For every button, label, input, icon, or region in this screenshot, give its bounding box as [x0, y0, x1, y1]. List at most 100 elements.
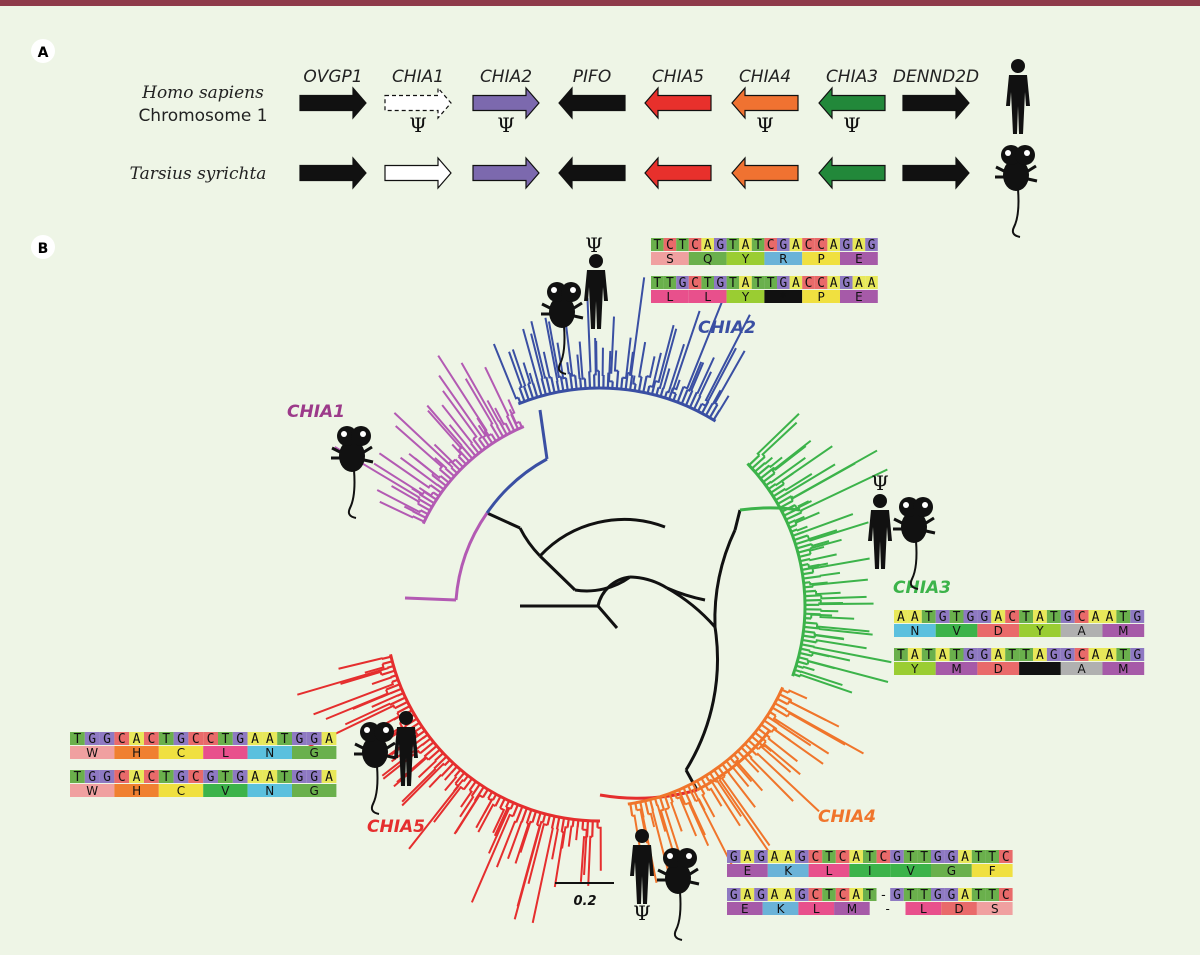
gene-arrow-tarsius-dennd2d — [902, 156, 970, 190]
gene-arrow-homo-chia5 — [644, 86, 712, 120]
nt-char: A — [792, 276, 800, 291]
nt-cell — [247, 770, 263, 783]
nt-char: G — [947, 850, 955, 865]
nt-cell — [701, 276, 714, 289]
arrows-homo — [299, 86, 970, 120]
aa-char: W — [86, 784, 98, 798]
nt-cell — [1116, 648, 1131, 661]
nt-cell — [890, 888, 904, 901]
nt-char: G — [679, 276, 687, 291]
aa-char: H — [132, 746, 141, 760]
nt-cell — [751, 238, 765, 251]
aa-char: P — [817, 252, 824, 266]
nt-char: G — [295, 732, 303, 747]
nt-cell — [754, 850, 768, 863]
nt-char: T — [866, 850, 874, 865]
nt-cell — [84, 732, 100, 745]
nt-char: G — [757, 888, 765, 903]
nt-cell — [1046, 610, 1061, 623]
nt-cell — [727, 850, 741, 863]
nt-cell — [971, 888, 986, 901]
aa-cell — [688, 290, 727, 303]
nt-cell — [835, 888, 850, 901]
aa-cell — [840, 252, 878, 265]
aa-char: Y — [910, 662, 919, 676]
nt-cell — [802, 276, 815, 289]
nt-cell — [814, 238, 828, 251]
aa-char: F — [989, 864, 996, 878]
nt-cell — [726, 238, 740, 251]
nt-char: G — [730, 888, 738, 903]
nt-cell — [218, 732, 233, 745]
nt-char: C — [1002, 850, 1010, 865]
aa-char: V — [221, 784, 230, 798]
nt-cell — [894, 648, 908, 661]
nt-char: A — [325, 770, 333, 785]
nt-char: G — [967, 648, 975, 663]
nt-char: C — [1078, 648, 1086, 663]
aa-char: D — [954, 902, 963, 916]
gene-arrow-tarsius-chia5 — [644, 156, 712, 190]
nt-char: A — [855, 276, 863, 291]
nt-cell — [1005, 610, 1020, 623]
tree-clade-stems — [404, 409, 801, 800]
nt-cell — [651, 276, 664, 289]
nt-cell — [795, 888, 809, 901]
nt-char: T — [1022, 610, 1030, 625]
aa-char: C — [177, 746, 185, 760]
nt-char: T — [975, 888, 983, 903]
nt-char: C — [817, 238, 825, 253]
nt-cell — [70, 770, 85, 783]
nt-char: G — [1064, 610, 1072, 625]
nt-char: G — [716, 276, 724, 291]
nt-cell — [822, 850, 836, 863]
nt-char: G — [868, 238, 876, 253]
nt-cell — [1130, 648, 1145, 661]
nt-cell — [99, 770, 115, 783]
nt-char: A — [133, 770, 141, 785]
nt-cell — [931, 888, 945, 901]
aa-char: L — [222, 746, 229, 760]
aa-char: R — [779, 252, 787, 266]
nt-cell — [944, 888, 959, 901]
nt-char: C — [118, 732, 126, 747]
nt-char: G — [757, 850, 765, 865]
nt-char: C — [811, 888, 819, 903]
nt-cell — [726, 276, 740, 289]
gene-arrow-tarsius-chia2 — [472, 156, 540, 190]
nt-char: A — [961, 888, 969, 903]
nt-char: C — [192, 732, 200, 747]
aa-cell — [971, 864, 1013, 877]
psi-chia1: Ψ — [409, 113, 427, 137]
aa-char: * — [1037, 662, 1043, 676]
gene-arrow-homo-chia4 — [731, 86, 799, 120]
nt-cell — [144, 732, 159, 745]
aa-cell — [1060, 624, 1103, 637]
nt-char: A — [1036, 610, 1044, 625]
aa-cell — [70, 784, 115, 797]
nt-cell — [99, 732, 115, 745]
nt-cell — [852, 238, 866, 251]
nt-char: G — [1050, 648, 1058, 663]
aa-char: E — [744, 864, 752, 878]
nt-cell — [907, 648, 922, 661]
nt-cell — [306, 732, 322, 745]
aa-cell — [764, 252, 803, 265]
nt-char: A — [266, 770, 274, 785]
aa-char: D — [994, 662, 1003, 676]
nt-cell — [903, 888, 918, 901]
nt-cell — [903, 850, 918, 863]
nt-cell — [849, 850, 863, 863]
aa-cell — [688, 252, 727, 265]
nt-cell — [714, 238, 727, 251]
aa-char: G — [310, 784, 319, 798]
aa-char: G — [947, 864, 956, 878]
nt-cell — [814, 276, 828, 289]
nt-char: G — [730, 850, 738, 865]
nt-cell — [1060, 610, 1075, 623]
aa-cell — [1060, 662, 1103, 675]
nt-char: A — [325, 732, 333, 747]
nt-cell — [949, 648, 964, 661]
